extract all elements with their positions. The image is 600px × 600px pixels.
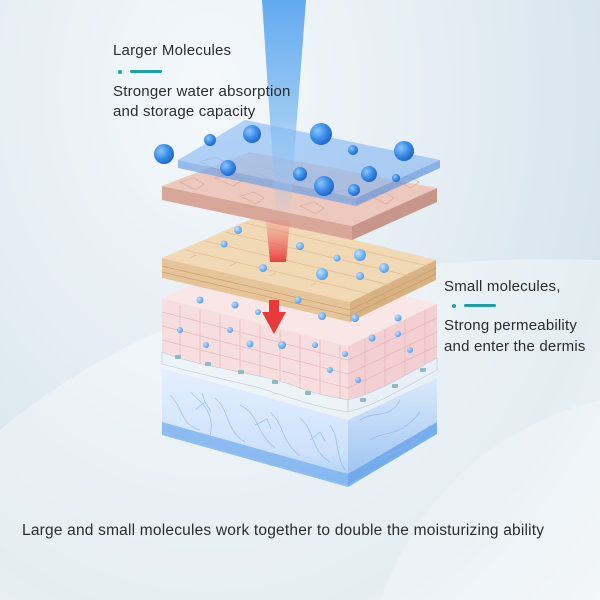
caption: Large and small molecules work together … xyxy=(22,522,545,539)
large-molecules-desc-line1: Stronger water absorption xyxy=(113,83,291,100)
dot-dash-icon xyxy=(118,70,168,74)
background-swirl-2 xyxy=(380,400,600,600)
small-molecules-desc-line1: Strong permeability xyxy=(444,317,578,334)
large-molecules-title: Larger Molecules xyxy=(113,42,232,59)
penetration-beam xyxy=(262,0,306,262)
small-molecules xyxy=(177,226,413,383)
stratum-layer-middle xyxy=(161,216,437,322)
dot-dash-icon xyxy=(452,304,502,308)
large-molecules xyxy=(154,123,414,196)
small-molecules-title: Small molecules, xyxy=(444,278,561,295)
small-molecules-desc-line2: and enter the dermis xyxy=(444,338,586,355)
large-molecules-desc-line2: and storage capacity xyxy=(113,103,256,120)
down-arrow-icon xyxy=(262,300,286,334)
